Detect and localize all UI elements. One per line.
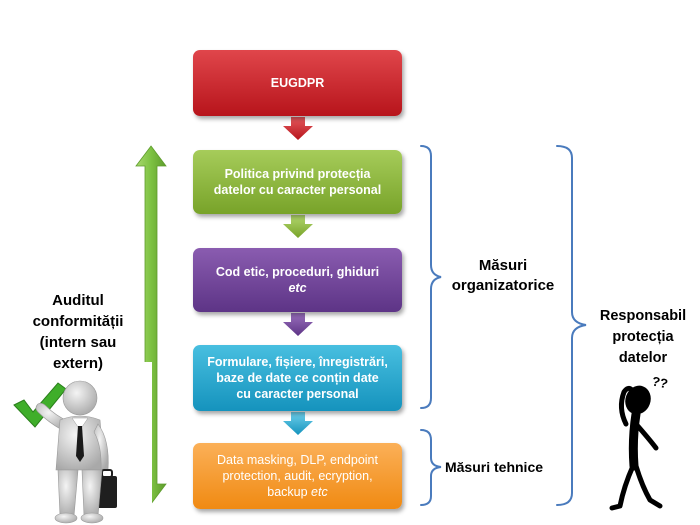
code-label-line1: Cod etic, proceduri, ghiduri — [215, 265, 380, 279]
technical-label-line3: backup etc — [267, 484, 327, 500]
audit-line1: Auditul — [52, 292, 104, 309]
policy-box: Politica privind protecția datelor cu ca… — [193, 150, 402, 214]
brace-technical — [420, 429, 442, 506]
forms-label-line3: cu caracter personal — [236, 387, 359, 401]
question-marks: ?? — [651, 373, 670, 391]
technical-label-line3-italic: etc — [311, 485, 328, 499]
businessman-figure — [0, 362, 152, 525]
eugdpr-label: EUGDPR — [270, 76, 325, 90]
policy-label-line1: Politica privind protecția — [224, 167, 371, 181]
technical-box: Data masking, DLP, endpoint protection, … — [193, 443, 402, 509]
forms-label-line1: Formulare, fișiere, înregistrări, — [207, 355, 388, 369]
code-box: Cod etic, proceduri, ghiduri etc — [193, 248, 402, 312]
responsible-label: Responsabil protecția datelor — [588, 306, 698, 369]
responsible-line1: Responsabil — [599, 308, 687, 324]
technical-measures-label: Măsuri tehnice — [436, 457, 552, 477]
down-arrow-3 — [283, 313, 313, 336]
forms-box: Formulare, fișiere, înregistrări, baze d… — [193, 345, 402, 411]
responsible-line3: datelor — [618, 350, 668, 366]
code-label-line2: etc — [288, 281, 307, 295]
forms-label-line2: baze de date ce conțin date — [216, 371, 379, 385]
audit-label: Auditul conformității (intern sau extern… — [26, 290, 130, 374]
organizational-line2: organizatorice — [451, 277, 555, 294]
confused-figure — [609, 385, 663, 511]
organizational-line1: Măsuri — [478, 257, 528, 274]
technical-label-line1: Data masking, DLP, endpoint — [217, 453, 378, 467]
technical-label-line3-text: backup — [267, 485, 312, 499]
brace-organizational — [420, 145, 442, 409]
brace-responsible — [556, 145, 587, 506]
down-arrow-4 — [283, 412, 313, 435]
technical-measures-line1: Măsuri tehnice — [444, 459, 544, 475]
down-arrow-1 — [283, 117, 313, 140]
responsible-line2: protecția — [612, 329, 674, 345]
eugdpr-box: EUGDPR — [193, 50, 402, 116]
organizational-measures-label: Măsuri organizatorice — [438, 256, 568, 296]
audit-line4: extern) — [52, 355, 104, 372]
policy-label-line2: datelor cu caracter personal — [213, 183, 382, 197]
down-arrow-2 — [283, 215, 313, 238]
technical-label-line2: protection, audit, ecryption, — [222, 469, 373, 483]
audit-line2: conformității — [32, 313, 124, 330]
audit-line3: (intern sau — [39, 334, 117, 351]
